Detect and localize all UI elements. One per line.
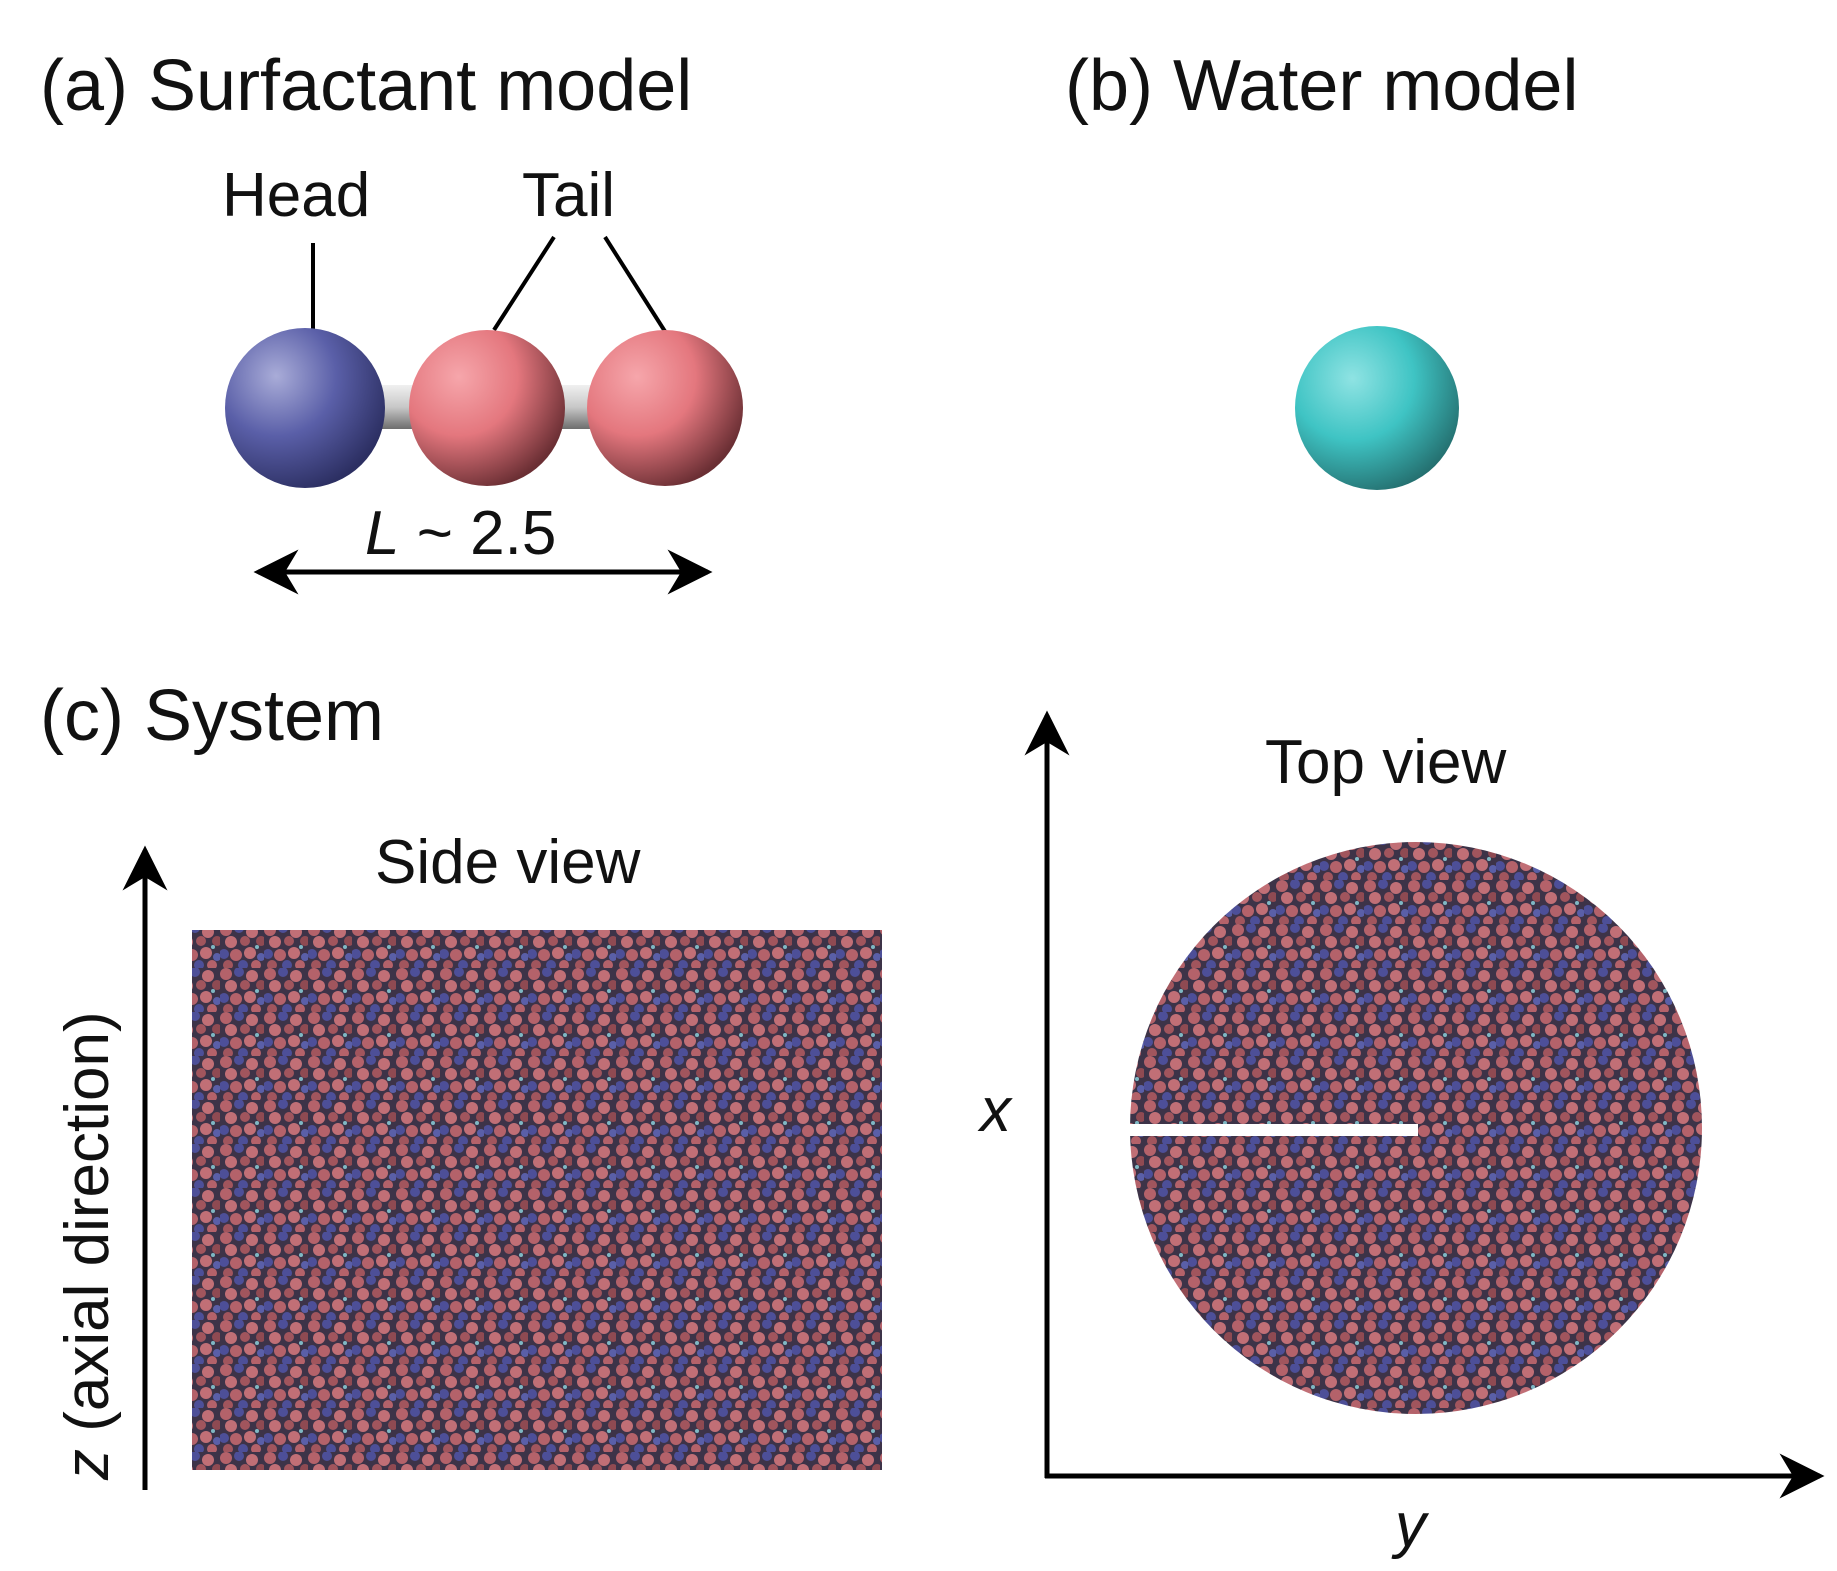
side-view-label: Side view <box>375 828 641 897</box>
tail-pointer-line-2 <box>603 235 668 335</box>
side-view <box>122 845 882 1490</box>
y-axis-label: y <box>1395 1491 1426 1560</box>
head-label: Head <box>222 161 371 230</box>
panel-b-title: (b) Water model <box>1065 46 1579 126</box>
top-view-label: Top view <box>1265 728 1507 797</box>
water-bead <box>1295 326 1459 490</box>
side-view-particles <box>192 930 882 1470</box>
panel-a-title: (a) Surfactant model <box>40 46 693 126</box>
top-view <box>1024 710 1825 1499</box>
x-axis-label: x <box>980 1076 1011 1145</box>
head-bead <box>225 328 385 488</box>
surfactant-model <box>225 235 743 595</box>
tail-bead-1 <box>409 330 565 486</box>
panel-c-title: (c) System <box>40 676 385 756</box>
tail-pointer-line-1 <box>492 235 556 332</box>
tail-bead-2 <box>587 330 743 486</box>
tail-label: Tail <box>522 161 616 230</box>
